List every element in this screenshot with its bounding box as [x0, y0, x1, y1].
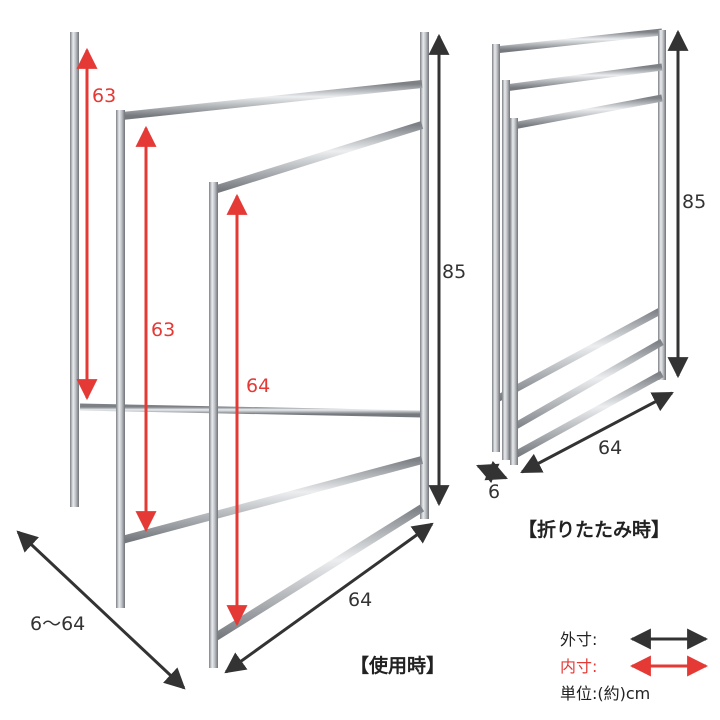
depth-label: 6～64: [30, 613, 85, 635]
height-label: 85: [442, 261, 466, 283]
inner-height-label-3: 64: [246, 375, 270, 397]
folded-frame-back: [492, 28, 666, 452]
depth-arrow: [16, 530, 186, 690]
legend-inner-label: 内寸:: [560, 657, 597, 676]
inner-height-label-1: 63: [92, 85, 116, 107]
frame-front: [209, 121, 425, 668]
folded-caption: 【折りたたみ時】: [518, 518, 670, 541]
width-arrow: [224, 522, 434, 674]
rack-folded: [492, 28, 666, 465]
legend-unit-label: 単位:(約)cm: [560, 684, 650, 703]
legend: 外寸: 内寸: 単位:(約)cm: [560, 628, 709, 703]
in-use-caption: 【使用時】: [350, 654, 445, 677]
folded-depth-arrow: [476, 460, 508, 484]
folded-height-label: 85: [682, 191, 706, 213]
legend-outer-label: 外寸:: [560, 630, 597, 649]
dimensions-folded: 85 64 6 【折りたたみ時】: [476, 29, 706, 541]
inner-height-label-2: 63: [151, 319, 175, 341]
folded-width-arrow: [520, 391, 674, 474]
frame-middle: [116, 80, 424, 608]
rack-in-use: [70, 32, 429, 668]
folded-width-label: 64: [598, 437, 622, 459]
folded-depth-label: 6: [488, 481, 500, 503]
width-label: 64: [348, 589, 372, 611]
dimensions-in-use: 85 64 6～64 63 63 64 【使用時】: [16, 33, 466, 690]
